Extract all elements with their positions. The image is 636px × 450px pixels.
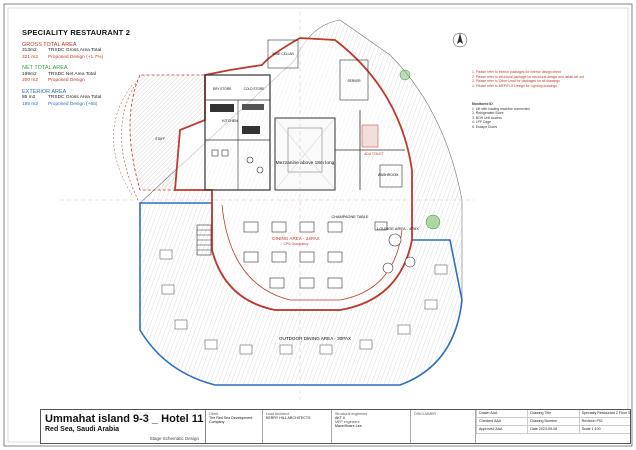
note-4: 4. Please refer to MEP/FLS Design for Li…	[472, 83, 557, 88]
drawn-cell: Drawn AAA	[476, 410, 528, 418]
stage: Stage Schematic Design	[149, 436, 199, 441]
planter	[425, 214, 441, 230]
lounge-furniture	[374, 221, 416, 274]
dining-inner-label: DINING AREA - 24PAX	[272, 236, 319, 241]
note-3: 3. Please refer to Other Lead for packag…	[472, 79, 560, 84]
legend-title: SPECIALITY RESTAURANT 2	[22, 28, 131, 37]
server-label: SERVER	[347, 79, 361, 83]
boh-annex	[129, 74, 206, 191]
lounge-label: LOUNGE AREA - 4PAX	[377, 226, 419, 231]
notes-heading: Monitored ID	[472, 102, 493, 106]
item-5: 5. Escape Doors	[472, 124, 498, 129]
item-3: 3. BOH Unit Access	[472, 115, 502, 120]
code-label-cell: Drawing Number	[527, 418, 579, 426]
dry-store-label: DRY STORE	[213, 87, 231, 91]
sheet-border	[3, 3, 633, 447]
washroom-label: WASHROOM	[378, 173, 399, 177]
project-location: Red Sea, Saudi Arabia	[45, 426, 120, 433]
monitored-notes: Monitored ID 1. Lift with loading machin…	[472, 102, 592, 130]
kitchen-block	[204, 74, 271, 191]
disclaimer-block: DISCLAIMER	[411, 410, 476, 443]
date-cell: Date 2023-09-08	[527, 426, 579, 434]
gross-heading: GROSS TOTAL AREA	[22, 41, 77, 48]
title-cell: Specialty Restaurant 2 Floor Schematic	[578, 410, 630, 418]
staff-label: STAFF	[155, 137, 165, 141]
client-block: Client The Red Sea Development Company	[206, 410, 263, 443]
scale-cell: Scale 1:100	[578, 426, 630, 434]
net-heading: NET TOTAL AREA	[22, 65, 68, 71]
dining-inner-sub: CPS Occupancy	[284, 242, 309, 246]
wine-label: WINE CELLAR	[272, 52, 294, 56]
item-2: 2. Refrigerated Store	[472, 111, 504, 116]
rev-cell: Revision P01	[578, 418, 630, 426]
project-block: Ummahat island 9-3 _ Hotel 11 Red Sea, S…	[41, 410, 206, 443]
architect-block: Lead Architect KERRY HILL ARCHITECTS	[263, 410, 332, 443]
cold-store-label: COLD STORE	[244, 87, 265, 91]
note-1: 1. Please refer to interior packages for…	[472, 70, 561, 74]
drawing-info-grid: Drawn AAA Drawing Title Specialty Restau…	[476, 410, 630, 443]
red-notes: 1. Please refer to interior packages for…	[472, 70, 592, 88]
north-arrow	[452, 32, 468, 48]
outdoor-label: OUTDOOR DINING AREA - 30PAX	[279, 336, 351, 341]
champagne-label: CHAMPAGNE TABLE	[332, 215, 369, 219]
kitchen-label: KITCHEN	[222, 119, 238, 123]
checked-cell: Checked AAA	[476, 418, 528, 426]
area-legend: SPECIALITY RESTAURANT 2 GROSS TOTAL AREA…	[22, 28, 132, 108]
approved-cell: Approved AAA	[476, 426, 528, 434]
outdoor-tables	[159, 249, 448, 355]
mezzanine-label: Mezzanine above 18m long	[276, 160, 335, 166]
ada-toilet-label: ADA TOILET	[364, 152, 383, 156]
item-4: 4. LPF Cage	[472, 120, 492, 125]
engineers-block: Structural engineers AKT II MEP engineer…	[332, 410, 411, 443]
title-block: Ummahat island 9-3 _ Hotel 11 Red Sea, S…	[40, 409, 631, 444]
ext-heading: EXTERIOR AREA	[22, 88, 67, 95]
project-name: Ummahat island 9-3 _ Hotel 11	[45, 413, 204, 425]
item-1: 1. Lift with loading machine connected	[472, 106, 530, 111]
inner-dining-tables	[243, 221, 343, 289]
note-2: 2. Please refer to structural package fo…	[472, 74, 584, 79]
staircase	[196, 224, 212, 256]
title-label-cell: Drawing Title	[527, 410, 579, 418]
